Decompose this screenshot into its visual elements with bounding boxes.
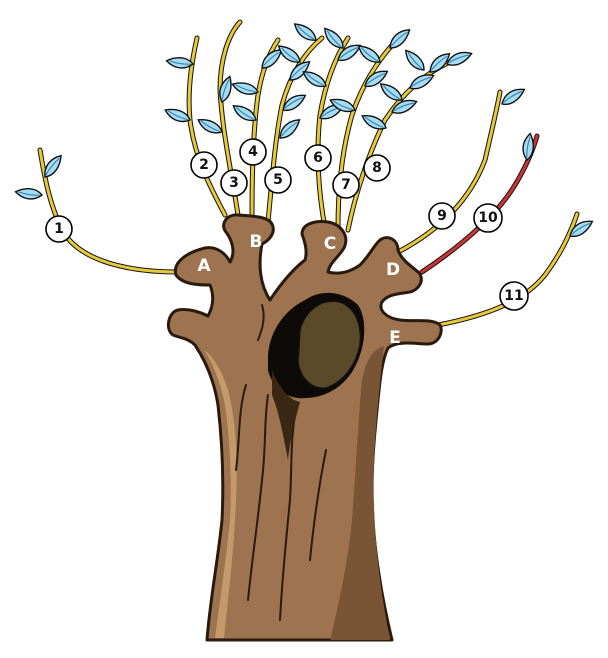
- shoot-label-4: 4: [240, 139, 266, 165]
- shoot-label-10: 10: [474, 204, 502, 232]
- shoot-number-8: 8: [372, 160, 382, 176]
- shoot-6: [318, 38, 348, 228]
- branch-label-a: A: [197, 256, 211, 276]
- leaf-icon: [322, 24, 345, 52]
- leaf-icon: [15, 184, 43, 203]
- shoot-label-6: 6: [305, 145, 331, 171]
- leaves-group: [15, 19, 596, 239]
- leaf-icon: [390, 99, 418, 114]
- shoot-number-10: 10: [478, 210, 498, 226]
- shoot-label-11: 11: [500, 282, 528, 310]
- branch-label-d: D: [386, 260, 400, 280]
- shoot-label-3: 3: [221, 170, 247, 196]
- shoot-label-5: 5: [265, 167, 291, 193]
- leaf-icon: [197, 113, 224, 138]
- shoot-number-4: 4: [248, 144, 258, 160]
- tree-trunk: [168, 215, 441, 640]
- shoot-label-9: 9: [429, 203, 455, 229]
- shoot-number-6: 6: [313, 150, 323, 166]
- branch-label-b: B: [250, 232, 263, 252]
- leaf-icon: [499, 87, 527, 106]
- leaf-icon: [403, 46, 426, 74]
- branch-label-c: C: [324, 234, 336, 254]
- shoot-number-1: 1: [54, 221, 64, 237]
- shoot-number-11: 11: [504, 288, 523, 304]
- leaf-icon: [386, 27, 414, 50]
- shoot-7: [338, 42, 395, 228]
- shoot-number-5: 5: [273, 172, 283, 188]
- shoot-label-8: 8: [364, 155, 390, 181]
- leaf-icon: [231, 77, 259, 100]
- shoot-label-1: 1: [46, 216, 72, 242]
- leaf-icon: [293, 19, 318, 46]
- shoot-number-2: 2: [199, 157, 209, 173]
- leaf-icon: [408, 73, 436, 90]
- shoot-label-7: 7: [333, 172, 359, 198]
- shoot-number-9: 9: [437, 208, 447, 224]
- shoot-label-2: 2: [191, 152, 217, 178]
- branch-label-e: E: [389, 328, 401, 348]
- shoot-1: [40, 150, 178, 272]
- shoot-number-7: 7: [341, 177, 351, 193]
- shoot-number-3: 3: [229, 175, 239, 191]
